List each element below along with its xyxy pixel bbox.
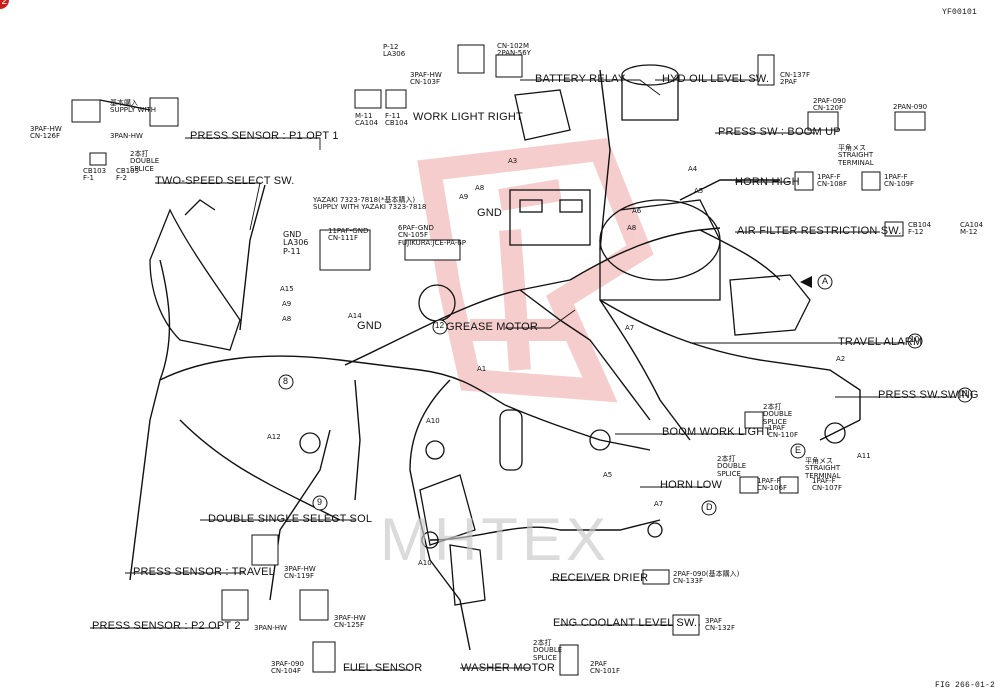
conn-cb103-f1: CB103 F-1 bbox=[83, 167, 107, 183]
label-press-sensor-p2: PRESS SENSOR : P2 OPT 2 bbox=[92, 620, 241, 632]
conn-splice-1: 2本打 DOUBLE SPLICE bbox=[130, 150, 160, 173]
label-press-sensor-travel: PRESS SENSOR : TRAVEL bbox=[133, 566, 275, 578]
conn-p1-left: 3PAF-HW CN-126F bbox=[30, 125, 62, 141]
conn-cb104-f12: CB104 F-12 bbox=[908, 221, 932, 237]
conn-cn110f: 1PAF CN-110F bbox=[768, 424, 799, 440]
part-a5: A5 bbox=[694, 187, 704, 195]
part-a1: A1 bbox=[477, 365, 487, 373]
conn-cn133f: 2PAF-090(基本購入) CN-133F bbox=[673, 570, 740, 586]
conn-cn108f: 1PAF-F CN-108F bbox=[817, 173, 848, 189]
part-a10: A10 bbox=[426, 417, 440, 425]
callout-11: 11 bbox=[960, 389, 969, 398]
part-a9b: A9 bbox=[282, 300, 292, 308]
conn-cn104f: 3PAF-090 CN-104F bbox=[271, 660, 304, 676]
callout-9: 9 bbox=[317, 497, 323, 507]
label-gnd-frame: GND bbox=[357, 320, 383, 332]
conn-m11: M-11 CA104 bbox=[355, 112, 379, 128]
label-receiver-drier: RECEIVER DRIER bbox=[552, 572, 649, 584]
conn-cn106f: 1PAF-F CN-106F bbox=[757, 477, 788, 493]
label-horn-low: HORN LOW bbox=[660, 479, 723, 491]
label-two-speed-select: TWO-SPEED SELECT SW. bbox=[155, 175, 295, 187]
conn-straight-1: 平角メス STRAIGHT TERMINAL bbox=[805, 457, 841, 480]
conn-supply-1: 基本購入 SUPPLY WITH bbox=[110, 99, 157, 115]
conn-f11: F-11 CB104 bbox=[385, 112, 409, 128]
callout-10: 10 bbox=[910, 335, 920, 344]
conn-cn107f: 1PAF-F CN-107F bbox=[812, 477, 843, 493]
label-boom-work-light: BOOM WORK LIGHT bbox=[662, 426, 772, 438]
conn-p1-right: 3PAN-HW bbox=[110, 132, 143, 140]
part-a5b: A5 bbox=[603, 471, 613, 479]
label-battery-relay: BATTERY RELAY bbox=[535, 73, 626, 85]
callout-a: A bbox=[822, 276, 829, 286]
callout-circles bbox=[278, 274, 973, 516]
label-horn-high: HORN HIGH bbox=[735, 176, 800, 188]
part-a3: A3 bbox=[508, 157, 518, 165]
label-press-sw-swing: PRESS SW.SWING bbox=[878, 389, 979, 401]
conn-cb103-f2: CB103 F-2 bbox=[116, 167, 140, 183]
conn-yazaki: YAZAKI 7323-7818(*基本購入) SUPPLY WITH YAZA… bbox=[313, 196, 427, 212]
watermark-text: MHTEX bbox=[380, 506, 610, 573]
label-grease-motor: GREASE MOTOR bbox=[446, 321, 539, 333]
label-eng-coolant: ENG COOLANT LEVEL SW. bbox=[553, 617, 698, 629]
label-air-filter: AIR FILTER RESTRICTION SW. bbox=[737, 225, 902, 237]
part-a10b: A10 bbox=[418, 559, 432, 567]
part-a7: A7 bbox=[625, 324, 635, 332]
part-a15: A15 bbox=[280, 285, 294, 293]
callout-e: E bbox=[795, 445, 802, 455]
page-badge: 2 bbox=[0, 0, 9, 9]
conn-cn102m: CN-102M 2PAN-56Y bbox=[497, 42, 531, 58]
components bbox=[149, 64, 846, 606]
part-a9: A9 bbox=[459, 193, 469, 201]
label-press-sensor-p1: PRESS SENSOR : P1 OPT 1 bbox=[190, 130, 339, 142]
part-a2: A2 bbox=[836, 355, 846, 363]
part-a7b: A7 bbox=[654, 500, 664, 508]
part-a8b: A8 bbox=[627, 224, 637, 232]
label-fuel-sensor: FUEL SENSOR bbox=[343, 662, 423, 674]
label-travel-alarm: TRAVEL ALARM bbox=[838, 336, 923, 348]
part-a4: A4 bbox=[688, 165, 698, 173]
conn-gnd-la306: GND LA306 P-11 bbox=[283, 230, 309, 256]
label-hyd-oil-level: HYD OIL LEVEL SW. bbox=[662, 73, 770, 85]
conn-cn132f: 3PAF CN-132F bbox=[705, 617, 736, 633]
watermark-emblem bbox=[417, 138, 654, 403]
figure-number: FIG 266-01-2 bbox=[935, 681, 996, 690]
conn-cn101f: 2PAF CN-101F bbox=[590, 660, 621, 676]
label-press-boom-up: PRESS SW : BOOM UP bbox=[718, 126, 841, 138]
conn-cn111f: 11PAF-GND CN-111F bbox=[328, 227, 369, 243]
conn-2pan090: 2PAN-090 bbox=[893, 103, 928, 111]
conn-p12: P-12 LA306 bbox=[383, 43, 406, 59]
conn-cn120f: 2PAF-090 CN-120F bbox=[813, 97, 846, 113]
conn-3pan-hw: 3PAN-HW bbox=[254, 624, 287, 632]
conn-cn137f: CN-137F 2PAF bbox=[780, 71, 811, 87]
callout-8: 8 bbox=[283, 376, 289, 386]
conn-cn109f: 1PAF-F CN-109F bbox=[884, 173, 915, 189]
part-a8c: A8 bbox=[282, 315, 292, 323]
sheet-code: YF00101 bbox=[942, 8, 978, 17]
arrow-a bbox=[800, 276, 812, 288]
label-gnd-battery: GND bbox=[477, 207, 503, 219]
label-washer-motor: WASHER MOTOR bbox=[461, 662, 556, 674]
label-work-light-right: WORK LIGHT RIGHT bbox=[413, 111, 523, 123]
part-a6: A6 bbox=[632, 207, 642, 215]
part-a8: A8 bbox=[475, 184, 485, 192]
conn-splice-3: 2本打 DOUBLE SPLICE bbox=[717, 455, 747, 478]
conn-ca104-m12: CA104 M-12 bbox=[960, 221, 984, 237]
conn-cn105f: 6PAF-GND CN-105F FUJIKURA:JCE-PA-6P bbox=[398, 224, 466, 247]
conn-splice-2: 2本打 DOUBLE SPLICE bbox=[533, 639, 563, 662]
part-a11: A11 bbox=[857, 452, 871, 460]
part-a14: A14 bbox=[348, 312, 362, 320]
conn-cn103f: 3PAF-HW CN-103F bbox=[410, 71, 442, 87]
callout-d: D bbox=[706, 502, 713, 512]
conn-splice-4: 2本打 DOUBLE SPLICE bbox=[763, 403, 793, 426]
conn-cn125f: 3PAF-HW CN-125F bbox=[334, 614, 366, 630]
connector-shapes bbox=[71, 44, 926, 676]
conn-cn119f: 3PAF-HW CN-119F bbox=[284, 565, 316, 581]
part-a12: A12 bbox=[267, 433, 281, 441]
conn-straight-2: 平角メス STRAIGHT TERMINAL bbox=[838, 144, 874, 167]
callout-12: 12 bbox=[435, 321, 445, 330]
label-double-single-select: DOUBLE SINGLE SELECT SOL bbox=[208, 513, 373, 525]
